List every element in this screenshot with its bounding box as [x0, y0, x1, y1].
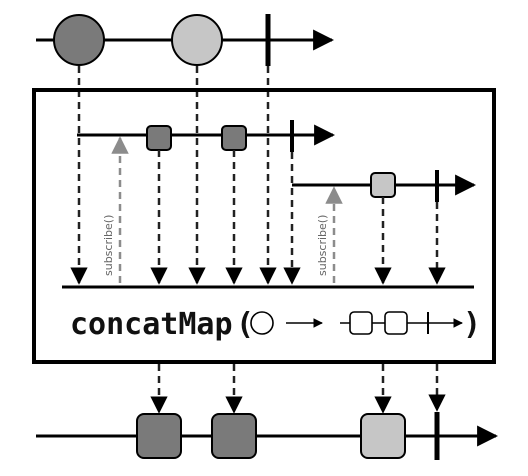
inner-stream-2: [292, 170, 477, 202]
operator-box: [32, 88, 496, 364]
source-marble-light: [171, 14, 223, 66]
source-marble-dark: [53, 14, 105, 66]
inner-stream-1: [77, 120, 336, 152]
inner-2-marble: [370, 172, 396, 198]
inner-1-marble-b: [221, 125, 247, 151]
source-stream: [36, 14, 335, 66]
operator-label: concatMap ( ): [70, 307, 481, 342]
inner-1-marble-a: [146, 125, 172, 151]
subscribe-arrows: [111, 136, 343, 283]
result-stream: [36, 412, 499, 460]
result-marble-1: [136, 413, 182, 459]
operator-name: concatMap: [70, 307, 233, 342]
operator-close-paren: ): [463, 307, 481, 342]
result-marble-3: [360, 413, 406, 459]
subscribe-label-2: subscribe(): [316, 215, 329, 276]
source-to-operator-arrows: [70, 66, 277, 285]
operator-input-circle-icon: [250, 311, 274, 335]
operator-to-result-arrows: [150, 364, 446, 414]
inner-to-merge-arrows: [150, 150, 446, 285]
operator-output-square-a-icon: [349, 311, 373, 335]
operator-open-paren: (: [236, 307, 254, 342]
subscribe-label-1: subscribe(): [102, 215, 115, 276]
result-marble-2: [211, 413, 257, 459]
operator-output-square-b-icon: [384, 311, 408, 335]
